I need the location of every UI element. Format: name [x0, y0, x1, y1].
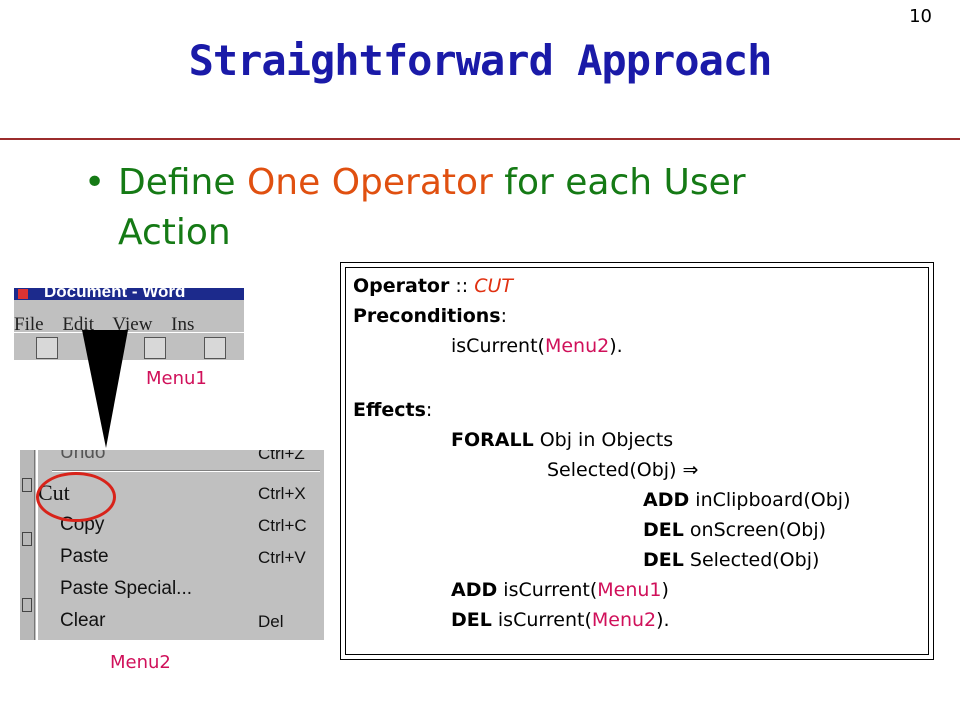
add1-rest: inClipboard(Obj) [689, 489, 851, 511]
del-keyword: DEL [643, 549, 684, 571]
edit-dropdown-menu: Undo Ctrl+Z Ctrl+X Copy Ctrl+C Paste Ctr… [36, 450, 324, 640]
print-icon[interactable] [204, 337, 226, 359]
menu-item-paste-special[interactable]: Paste Special... [60, 578, 193, 599]
document-edge [20, 450, 35, 640]
slide-number: 10 [909, 6, 932, 27]
title-divider [0, 138, 960, 140]
preconditions-line: Preconditions: [353, 305, 507, 327]
menu-item-undo[interactable]: Undo [60, 450, 106, 463]
slide-title: Straightforward Approach [188, 36, 773, 85]
add-current-line: ADD isCurrent(Menu1) [451, 579, 669, 601]
menu-item-paste[interactable]: Paste [60, 546, 109, 567]
del-onscreen-line: DEL onScreen(Obj) [643, 519, 826, 541]
window-title: Document - Word [44, 288, 186, 301]
precondition-expr: isCurrent(Menu2). [451, 335, 623, 357]
menu-file[interactable]: File [14, 314, 44, 335]
save-icon[interactable] [144, 337, 166, 359]
pre-fn: isCurrent( [451, 335, 545, 357]
paste-shortcut: Ctrl+V [258, 548, 306, 567]
bullet-text-after: for each User [492, 162, 746, 203]
window-title-bar: Document - Word [14, 288, 244, 301]
bullet-highlight: One Operator [246, 162, 493, 203]
effects-colon: : [425, 399, 433, 421]
del3-fn: isCurrent( [491, 609, 592, 631]
operator-name: CUT [474, 275, 514, 297]
forall-line: FORALL Obj in Objects [451, 429, 673, 451]
menu-edit[interactable]: Edit [62, 314, 94, 335]
operator-sep: :: [449, 275, 475, 297]
operator-keyword: Operator [353, 275, 450, 297]
menu-bar-screenshot: Document - Word File Edit View Ins [14, 288, 244, 360]
menu-insert[interactable]: Ins [171, 314, 195, 335]
del-selected-line: DEL Selected(Obj) [643, 549, 819, 571]
add2-end: ) [661, 579, 669, 601]
toolbar [14, 332, 244, 360]
undo-shortcut: Ctrl+Z [258, 450, 305, 463]
bullet-dot-icon: • [84, 162, 106, 203]
del1-rest: onScreen(Obj) [683, 519, 827, 541]
forall-keyword: FORALL [451, 429, 534, 451]
del2-rest: Selected(Obj) [683, 549, 820, 571]
add-keyword: ADD [643, 489, 690, 511]
del-keyword: DEL [643, 519, 684, 541]
down-arrow-icon [82, 330, 128, 448]
add-clipboard-line: ADD inClipboard(Obj) [643, 489, 850, 511]
add2-fn: isCurrent( [497, 579, 598, 601]
menu1-label: Menu1 [146, 368, 207, 389]
cut-shortcut: Ctrl+X [258, 484, 306, 503]
effects-keyword: Effects [353, 399, 426, 421]
preconditions-keyword: Preconditions [353, 305, 501, 327]
add2-arg: Menu1 [597, 579, 662, 601]
pre-arg: Menu2 [544, 335, 610, 357]
clear-shortcut: Del [258, 612, 284, 631]
bullet-text-line2: Action [118, 212, 231, 253]
pre-end: ). [609, 335, 623, 357]
preconditions-colon: : [500, 305, 508, 327]
menu-view[interactable]: View [112, 314, 153, 335]
selected-condition: Selected(Obj) ⇒ [547, 459, 699, 481]
copy-shortcut: Ctrl+C [258, 516, 307, 535]
operator-line: Operator :: CUT [353, 275, 513, 297]
forall-rest: Obj in Objects [533, 429, 674, 451]
cut-highlight-circle [36, 472, 116, 522]
operator-box-inner [345, 267, 929, 655]
del-keyword: DEL [451, 609, 492, 631]
effects-line: Effects: [353, 399, 432, 421]
bullet-text-before: Define [118, 162, 247, 203]
del-current-line: DEL isCurrent(Menu2). [451, 609, 670, 631]
menu-separator [52, 470, 320, 472]
new-doc-icon[interactable] [36, 337, 58, 359]
add-keyword: ADD [451, 579, 498, 601]
del3-arg: Menu2 [591, 609, 657, 631]
menu2-label: Menu2 [110, 652, 171, 673]
del3-end: ). [656, 609, 670, 631]
word-app-icon [18, 289, 28, 299]
menu-item-clear[interactable]: Clear [60, 610, 106, 631]
menu-bar: File Edit View Ins [14, 300, 244, 335]
operator-box: Operator :: CUT Preconditions: isCurrent… [340, 262, 934, 660]
